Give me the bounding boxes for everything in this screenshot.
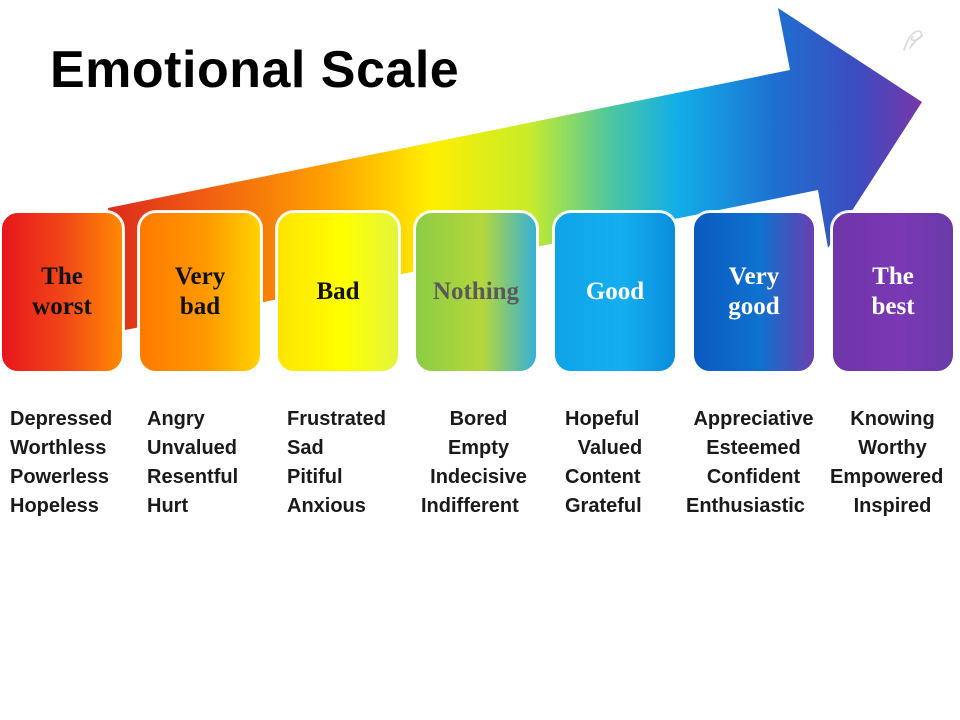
level-label-line: Very (174, 263, 226, 290)
emotion-word: Empty (447, 437, 510, 459)
emotion-word: Powerless (10, 466, 109, 488)
level-box-nothing: Nothing (414, 211, 538, 373)
level-box-worst: The worst (0, 211, 124, 373)
emotion-word: Enthusiastic (686, 495, 805, 517)
level-label: Very bad (175, 262, 225, 322)
emotion-word: Sad (287, 437, 324, 459)
level-label-line: Very (728, 263, 780, 290)
emotion-word: Knowing (850, 408, 935, 430)
level-box-very-good: Very good (692, 211, 816, 373)
emotion-word: Content (565, 466, 641, 488)
emotion-word: Resentful (147, 466, 239, 488)
emotion-word: Hopeless (10, 495, 99, 517)
level-box-best: The best (831, 211, 955, 373)
level-label-line: good (728, 293, 780, 320)
emotion-word: Pitiful (287, 466, 343, 488)
level-label: The best (871, 262, 914, 322)
page-title: Emotional Scale (50, 41, 460, 99)
level-label: Bad (316, 277, 359, 307)
emotion-word: Bored (449, 408, 508, 430)
level-label-line: worst (32, 293, 92, 320)
level-box-bad: Bad (276, 211, 400, 373)
level-label: Nothing (433, 277, 519, 307)
level-label-line: Good (585, 278, 645, 305)
emotion-word: Grateful (565, 495, 642, 517)
level-label-line: Nothing (432, 278, 520, 305)
level-label: Very good (728, 262, 779, 322)
level-box-good: Good (553, 211, 677, 373)
emotion-word: Worthy (858, 437, 927, 459)
signature-logo-icon (903, 30, 923, 51)
emotion-word: Esteemed (706, 437, 801, 459)
level-label-line: The (872, 263, 914, 290)
emotion-word: Valued (577, 437, 643, 459)
emotion-word: Frustrated (287, 408, 386, 430)
emotion-word: Empowered (830, 466, 944, 488)
level-label-line: Bad (316, 278, 360, 305)
emotion-word: Hurt (147, 495, 189, 517)
emotion-word: Appreciative (693, 408, 814, 430)
level-label-line: best (871, 293, 915, 320)
emotion-word: Depressed (10, 408, 113, 430)
level-label: The worst (32, 262, 92, 322)
emotion-word: Indecisive (430, 466, 527, 488)
level-label-line: bad (179, 293, 221, 320)
emotion-word: Inspired (853, 495, 932, 517)
level-label-line: The (41, 263, 83, 290)
emotion-word: Angry (147, 408, 205, 430)
level-label: Good (586, 277, 644, 307)
emotion-word: Hopeful (565, 408, 640, 430)
emotion-word: Anxious (287, 495, 366, 517)
level-box-very-bad: Very bad (138, 211, 262, 373)
emotion-word: Confident (706, 466, 801, 488)
emotion-word: Indifferent (421, 495, 519, 517)
emotion-word: Worthless (10, 437, 107, 459)
emotion-word: Unvalued (147, 437, 238, 459)
